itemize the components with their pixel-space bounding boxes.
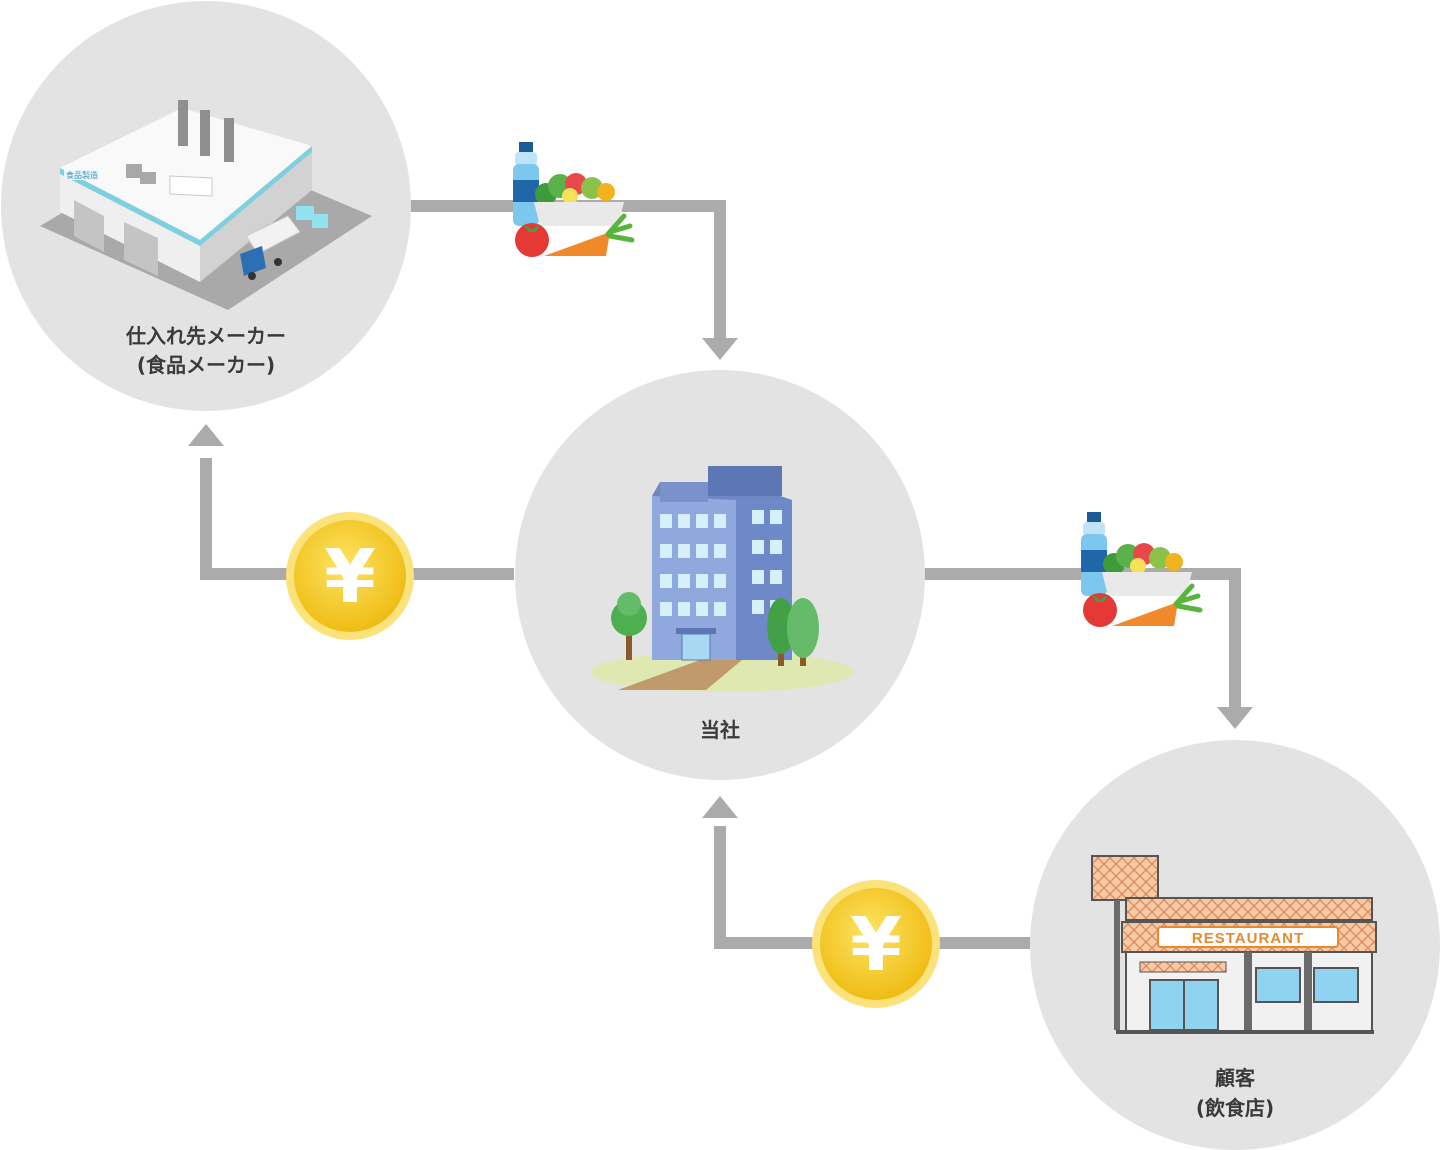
yen-symbol: ¥ bbox=[324, 534, 376, 620]
arrowhead-up-supplier bbox=[188, 424, 224, 446]
customer-label-line1: 顧客 bbox=[1215, 1066, 1256, 1090]
office-building-icon bbox=[590, 466, 854, 692]
arrowhead-up-company bbox=[702, 796, 738, 818]
supplier-label-line2: (食品メーカー) bbox=[137, 353, 275, 377]
factory-icon: 食品製造 bbox=[40, 100, 372, 310]
food-goods-icon bbox=[513, 142, 632, 257]
factory-sign-text: 食品製造 bbox=[66, 170, 98, 180]
company-label: 当社 bbox=[700, 718, 740, 742]
arrowhead-down-company bbox=[702, 338, 738, 360]
restaurant-icon: RESTAURANT bbox=[1091, 855, 1377, 1034]
supplier-label-line1: 仕入れ先メーカー bbox=[125, 324, 286, 348]
arrowhead-down-customer bbox=[1217, 707, 1253, 729]
yen-coin-icon: ¥ bbox=[812, 880, 940, 1008]
goods-line-company-to-customer bbox=[924, 568, 1241, 707]
restaurant-sign-text: RESTAURANT bbox=[1192, 930, 1304, 947]
customer-label-line2: (飲食店) bbox=[1196, 1096, 1274, 1120]
yen-coin-icon: ¥ bbox=[286, 512, 414, 640]
yen-symbol: ¥ bbox=[850, 902, 902, 988]
arrowheads bbox=[188, 338, 1253, 818]
